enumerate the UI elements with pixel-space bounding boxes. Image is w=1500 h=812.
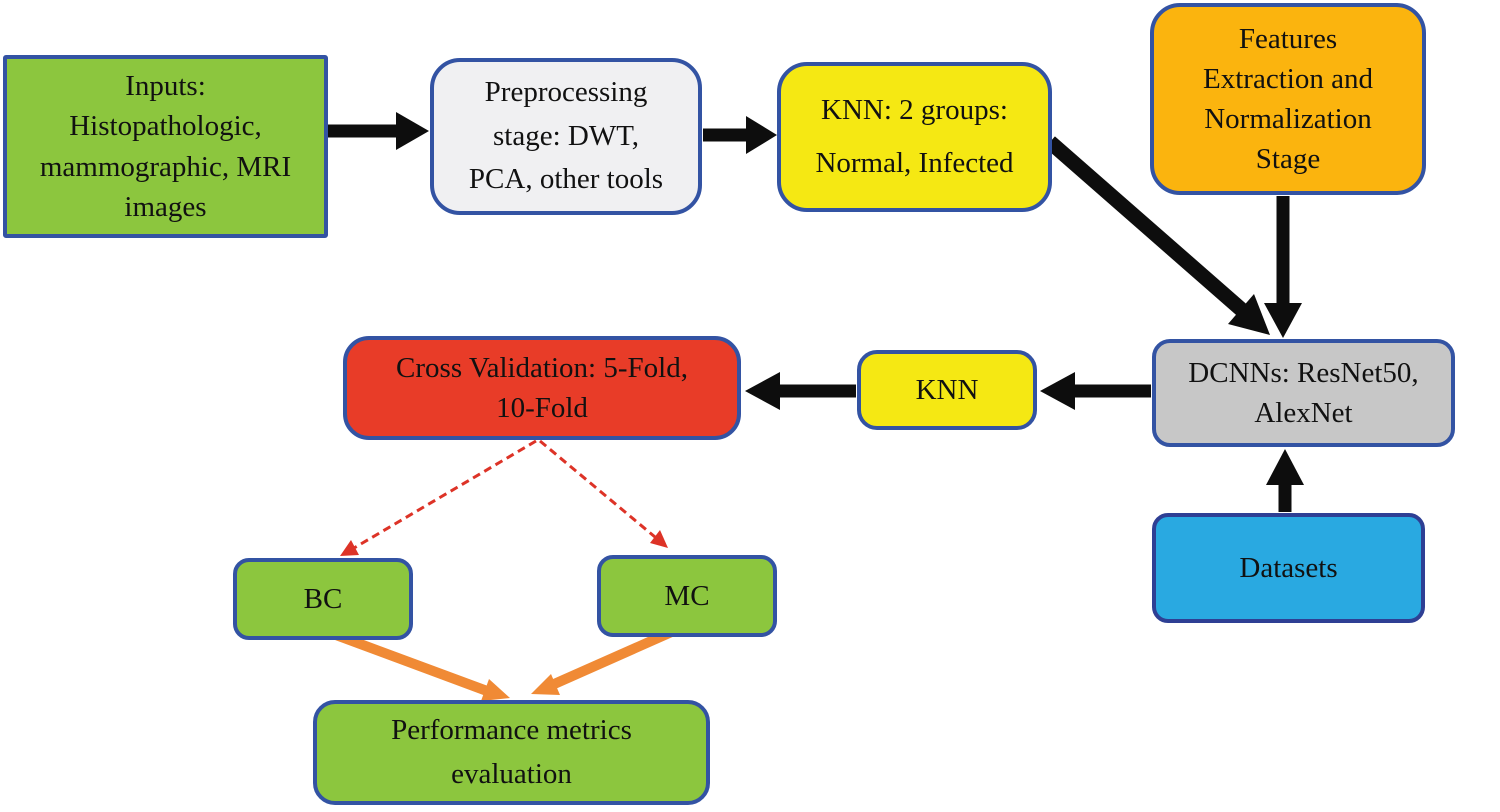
performance-metrics-label: Performance metrics evaluation: [391, 714, 632, 790]
arrow-head-icon: [1266, 449, 1304, 485]
dashed-arrow-head-icon: [340, 540, 359, 556]
arrow-features-to-dcnns: [1264, 196, 1302, 338]
arrow-datasets-to-dcnns: [1266, 449, 1304, 512]
cross-validation-label: Cross Validation: 5-Fold, 10-Fold: [396, 351, 688, 424]
knn-label: KNN: [915, 373, 979, 406]
features-extraction-label: Features Extraction and Normalization St…: [1203, 22, 1373, 176]
datasets-box: Datasets: [1152, 513, 1425, 623]
arrow-dcnns-to-knn: [1040, 372, 1151, 410]
dashed-arrow-crossval-to-bc: [340, 439, 537, 556]
arrow-head-icon: [745, 372, 780, 410]
orange-arrow-shaft: [326, 627, 489, 696]
arrow-shaft: [1045, 136, 1248, 317]
mc-box: MC: [597, 555, 777, 637]
mc-label: MC: [664, 579, 710, 612]
dashed-arrow-head-icon: [650, 530, 668, 548]
arrow-knn-to-crossval: [745, 372, 856, 410]
orange-arrow-head-icon: [531, 674, 560, 695]
features-extraction-box: Features Extraction and Normalization St…: [1150, 3, 1426, 195]
orange-arrow-head-icon: [481, 679, 510, 701]
datasets-label: Datasets: [1239, 551, 1338, 584]
preprocessing-box: Preprocessing stage: DWT, PCA, other too…: [430, 58, 702, 215]
dcnns-box: DCNNs: ResNet50, AlexNet: [1152, 339, 1455, 447]
knn-box: KNN: [857, 350, 1037, 430]
arrow-inputs-to-preprocessing: [327, 112, 429, 150]
arrow-head-icon: [746, 116, 777, 154]
bc-label: BC: [303, 582, 343, 615]
knn-2-groups-label: KNN: 2 groups: Normal, Infected: [815, 94, 1014, 179]
cross-validation-box: Cross Validation: 5-Fold, 10-Fold: [343, 336, 741, 440]
knn-2-groups-box: KNN: 2 groups: Normal, Infected: [777, 62, 1052, 212]
arrow-head-icon: [1264, 303, 1302, 338]
dcnns-label: DCNNs: ResNet50, AlexNet: [1188, 356, 1419, 429]
orange-arrow-shaft: [549, 625, 679, 690]
inputs-label: Inputs: Histopathologic, mammographic, M…: [39, 70, 292, 223]
inputs-box: Inputs: Histopathologic, mammographic, M…: [3, 55, 328, 238]
arrow-head-icon: [1040, 372, 1075, 410]
dashed-arrow-crossval-to-mc: [539, 439, 668, 548]
performance-metrics-box: Performance metrics evaluation: [313, 700, 710, 805]
arrow-head-icon: [396, 112, 429, 150]
orange-arrow-mc-to-performance: [531, 625, 679, 695]
dashed-arrow-shaft: [539, 439, 656, 539]
bc-box: BC: [233, 558, 413, 640]
preprocessing-label: Preprocessing stage: DWT, PCA, other too…: [468, 76, 664, 196]
dashed-arrow-shaft: [353, 439, 537, 550]
arrow-head-icon: [1228, 294, 1270, 335]
orange-arrow-bc-to-performance: [326, 627, 510, 701]
arrow-preprocessing-to-knn2: [703, 116, 777, 154]
arrow-knn2-to-dcnns: [1045, 136, 1270, 335]
